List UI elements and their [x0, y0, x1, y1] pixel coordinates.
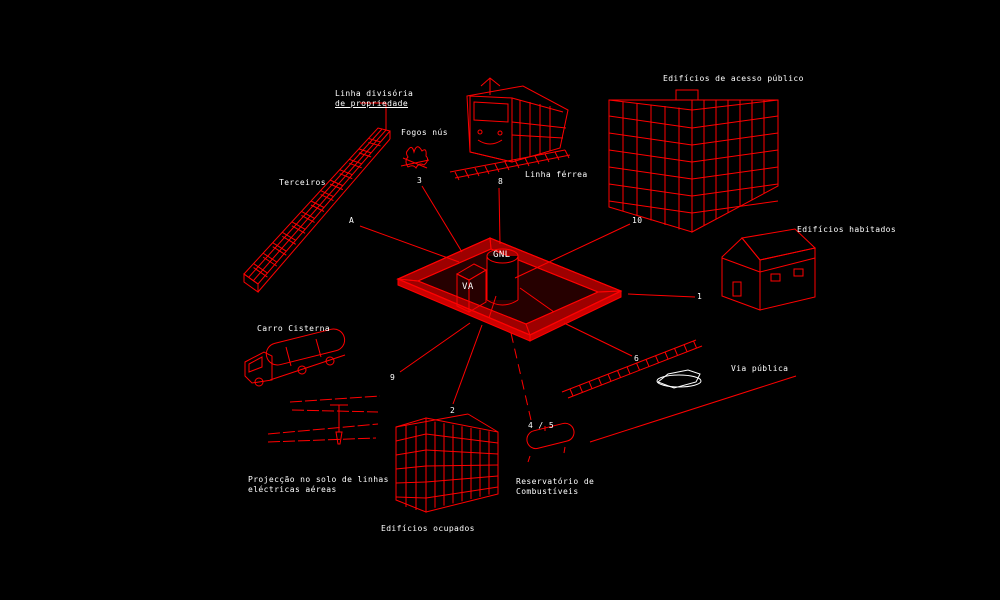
- label-projecao-1: Projecção no solo de linhas: [248, 475, 389, 484]
- distance-tag-9: 9: [390, 373, 396, 382]
- label-linha-ferrea: Linha férrea: [525, 170, 588, 179]
- label-gnl: GNL: [493, 250, 511, 260]
- label-fogos-nus: Fogos nús: [401, 128, 448, 137]
- car-icon: [656, 369, 702, 389]
- central-facility: [396, 237, 623, 342]
- label-via-publica: Via pública: [731, 364, 789, 373]
- gnl-tank: [486, 248, 519, 306]
- label-linha-divisoria-1: Linha divisória: [335, 89, 414, 98]
- va-unit: [455, 263, 488, 313]
- label-edificios-ocupados: Edifícios ocupados: [381, 524, 475, 533]
- label-edificios-acesso-publico: Edifícios de acesso público: [663, 74, 804, 83]
- train-icon: [449, 77, 571, 181]
- label-edificios-habitados: Edifícios habitados: [797, 225, 897, 234]
- label-reservatorio-1: Reservatório de: [516, 477, 595, 486]
- distance-lines: [359, 185, 696, 421]
- distance-tag-3: 3: [417, 176, 423, 185]
- label-projecao-2: eléctricas aéreas: [248, 485, 337, 494]
- label-va: VA: [462, 282, 474, 292]
- label-carro-cisterna: Carro Cisterna: [257, 324, 331, 333]
- label-reservatorio-2: Combustíveis: [516, 487, 579, 496]
- distance-tag-a: A: [349, 216, 355, 225]
- distance-tag-8: 8: [498, 177, 504, 186]
- label-linha-divisoria-2: de propriedade: [335, 99, 409, 108]
- power-lines-projection: [267, 395, 381, 445]
- distance-tag-10: 10: [632, 216, 643, 225]
- distance-tag-4-5: 4 / 5: [528, 421, 555, 430]
- property-wall: [243, 102, 391, 293]
- fuel-reservoir-icon: [526, 422, 575, 463]
- occupied-building: [395, 413, 499, 513]
- public-building: [608, 89, 779, 233]
- label-terceiros: Terceiros: [279, 178, 326, 187]
- open-fire-icon: [400, 146, 430, 169]
- distance-tag-1: 1: [697, 292, 703, 301]
- distance-tag-2: 2: [450, 406, 456, 415]
- public-road: [561, 339, 797, 443]
- inhabited-house: [721, 228, 817, 311]
- distance-tag-6: 6: [634, 354, 640, 363]
- tanker-truck-icon: [244, 328, 346, 387]
